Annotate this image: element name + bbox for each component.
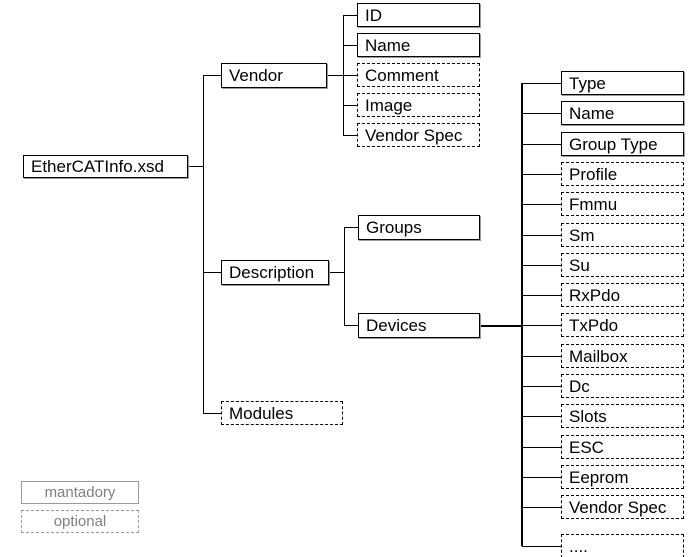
node-label: Mailbox (569, 346, 628, 366)
legend-label: optional (53, 513, 107, 530)
node-label: Vendor Spec (365, 125, 463, 145)
node-device-slots[interactable]: Slots (561, 404, 684, 428)
node-label: ESC (569, 437, 604, 457)
node-device-mailbox[interactable]: Mailbox (561, 344, 684, 368)
node-label: Profile (569, 164, 618, 184)
connector-devices-subtrunk (521, 83, 523, 546)
connector-devices-to-type (522, 83, 562, 84)
node-device-profile[interactable]: Profile (561, 162, 684, 186)
node-device-esc[interactable]: ESC (561, 435, 684, 459)
connector-devices-to-name (522, 113, 562, 114)
node-vendor-vendor-spec[interactable]: Vendor Spec (357, 123, 480, 147)
legend-optional: optional (21, 510, 139, 533)
node-device-name[interactable]: Name (561, 101, 684, 125)
connector-trunk-to-modules (203, 413, 222, 414)
node-device-txpdo[interactable]: TxPdo (561, 313, 684, 337)
node-label: Sm (569, 225, 595, 245)
node-label: Fmmu (569, 194, 618, 214)
node-modules[interactable]: Modules (221, 401, 343, 425)
legend-mandatory: mantadory (21, 481, 139, 504)
connector-devices-to-fmmu (522, 204, 562, 205)
connector-devices-to-subtrunk (480, 325, 522, 327)
node-label: EtherCATInfo.xsd (31, 157, 164, 176)
node-device-fmmu[interactable]: Fmmu (561, 192, 684, 216)
connector-description-to-devices (344, 325, 359, 326)
connector-vendor-to-subtrunk (327, 75, 344, 76)
node-label: Image (365, 95, 413, 115)
node-device-dc[interactable]: Dc (561, 374, 684, 398)
node-vendor-id[interactable]: ID (357, 3, 480, 27)
connector-vendor-to-name (343, 45, 358, 46)
node-label: Description (229, 263, 315, 282)
connector-devices-to-dc (522, 386, 562, 387)
node-label: Comment (365, 65, 439, 85)
node-label: Devices (366, 316, 427, 335)
node-vendor-image[interactable]: Image (357, 93, 480, 117)
node-devices[interactable]: Devices (358, 313, 480, 338)
node-label: Dc (569, 376, 590, 396)
node-label: RxPdo (569, 285, 621, 305)
node-device-rxpdo[interactable]: RxPdo (561, 283, 684, 307)
connector-devices-to-su (522, 265, 562, 266)
node-device-su[interactable]: Su (561, 253, 684, 277)
node-label: Vendor (229, 66, 283, 85)
node-device-group-type[interactable]: Group Type (561, 132, 684, 156)
connector-devices-to-more (522, 546, 562, 547)
node-vendor-comment[interactable]: Comment (357, 63, 480, 87)
node-description[interactable]: Description (221, 260, 329, 285)
node-label: Eeprom (569, 467, 629, 487)
connector-devices-to-profile (522, 174, 562, 175)
node-device-vendor-spec[interactable]: Vendor Spec (561, 495, 684, 519)
node-label: Type (569, 73, 606, 93)
connector-devices-to-mailbox (522, 356, 562, 357)
connector-description-subtrunk (344, 227, 345, 325)
node-label: Group Type (569, 134, 658, 154)
node-device-more[interactable]: .... (561, 534, 684, 557)
connector-devices-to-eeprom (522, 477, 562, 478)
node-device-sm[interactable]: Sm (561, 223, 684, 247)
node-label: Slots (569, 406, 607, 426)
connector-devices-to-sm (522, 235, 562, 236)
connector-vendor-to-vendorspec (343, 135, 358, 136)
node-vendor[interactable]: Vendor (221, 63, 327, 88)
node-label: Modules (229, 403, 294, 423)
legend-label: mantadory (44, 484, 116, 501)
node-label: Vendor Spec (569, 497, 667, 517)
connector-description-to-groups (344, 227, 359, 228)
connector-vendor-to-id (343, 15, 358, 16)
connector-trunk-to-description (203, 272, 222, 273)
node-label: .... (569, 536, 588, 556)
node-label: TxPdo (569, 315, 619, 335)
connector-vendor-to-image (343, 105, 358, 106)
connector-devices-to-rxpdo (522, 295, 562, 296)
node-label: Name (569, 103, 615, 123)
node-label: Groups (366, 218, 422, 237)
node-label: ID (365, 5, 382, 25)
connector-vendor-to-comment (343, 75, 358, 76)
node-device-type[interactable]: Type (561, 71, 684, 95)
connector-main-trunk (203, 75, 204, 413)
connector-devices-to-slots (522, 416, 562, 417)
connector-devices-to-group-type (522, 144, 562, 145)
connector-devices-to-txpdo (522, 325, 562, 326)
connector-root-to-trunk (188, 166, 204, 167)
node-groups[interactable]: Groups (358, 215, 480, 240)
node-device-eeprom[interactable]: Eeprom (561, 465, 684, 489)
connector-devices-to-esc (522, 447, 562, 448)
node-ethercatinfo-xsd[interactable]: EtherCATInfo.xsd (23, 155, 188, 178)
connector-devices-to-vendorspec (522, 507, 562, 508)
node-label: Name (365, 35, 411, 55)
node-label: Su (569, 255, 590, 275)
node-vendor-name[interactable]: Name (357, 33, 480, 57)
connector-description-to-subtrunk (329, 272, 345, 273)
connector-trunk-to-vendor (203, 75, 222, 76)
